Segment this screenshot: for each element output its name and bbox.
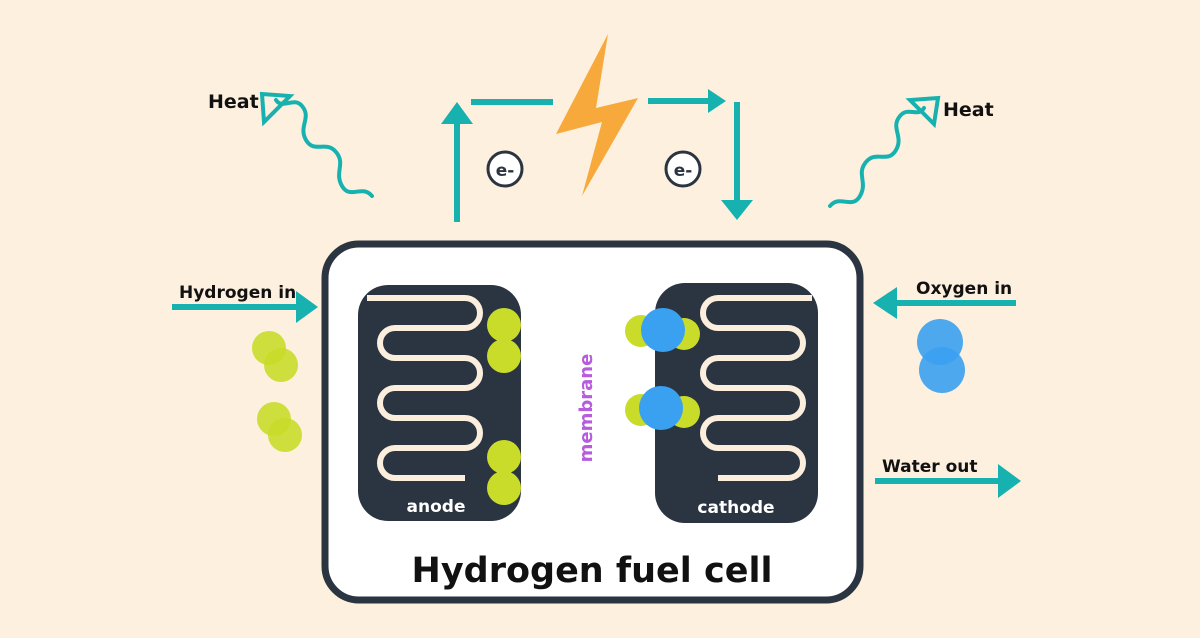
oxygen-in: Oxygen in [873, 279, 1016, 393]
cathode-label: cathode [697, 498, 774, 518]
membrane-label: membrane [576, 354, 597, 463]
lightning-icon [556, 34, 638, 196]
anode-channel [367, 295, 483, 481]
hydrogen-molecules [252, 331, 302, 452]
water-arrow-head-icon [998, 464, 1021, 498]
oxygen-in-label: Oxygen in [916, 279, 1012, 299]
electron-icon [664, 150, 702, 188]
hydrogen-in-label: Hydrogen in [179, 283, 296, 303]
anode: anode [358, 285, 521, 521]
water-out: Water out [875, 457, 1021, 498]
heat-left-label: Heat [208, 91, 259, 113]
anode-hydrogen [487, 308, 521, 505]
cathode-channel [700, 295, 812, 481]
cathode: cathode [625, 283, 818, 523]
electron-right: e- [664, 150, 702, 188]
diagram-title: Hydrogen fuel cell [412, 551, 773, 591]
heat-arrow-head-icon [259, 91, 295, 127]
circuit-arrows [441, 89, 753, 222]
cathode-water-molecule-bottom [625, 386, 700, 430]
heat-arrow-head-icon [905, 95, 941, 129]
oxygen-arrow-head-icon [873, 287, 897, 319]
heat-right-label: Heat [943, 99, 994, 121]
water-out-label: Water out [882, 457, 977, 477]
heat-right: Heat [828, 95, 994, 208]
heat-left: Heat [208, 91, 374, 198]
heat-wave-icon [274, 98, 374, 198]
hydrogen-in: Hydrogen in [172, 283, 318, 452]
electron-left-label: e- [496, 161, 515, 181]
electron-right-label: e- [674, 161, 693, 181]
cathode-water-molecule-top [625, 308, 700, 352]
oxygen-molecule [917, 319, 965, 393]
electron-icon [486, 150, 524, 188]
hydrogen-arrow-head-icon [296, 291, 318, 323]
anode-label: anode [407, 497, 466, 517]
electron-left: e- [486, 150, 524, 188]
heat-wave-icon [828, 106, 926, 208]
